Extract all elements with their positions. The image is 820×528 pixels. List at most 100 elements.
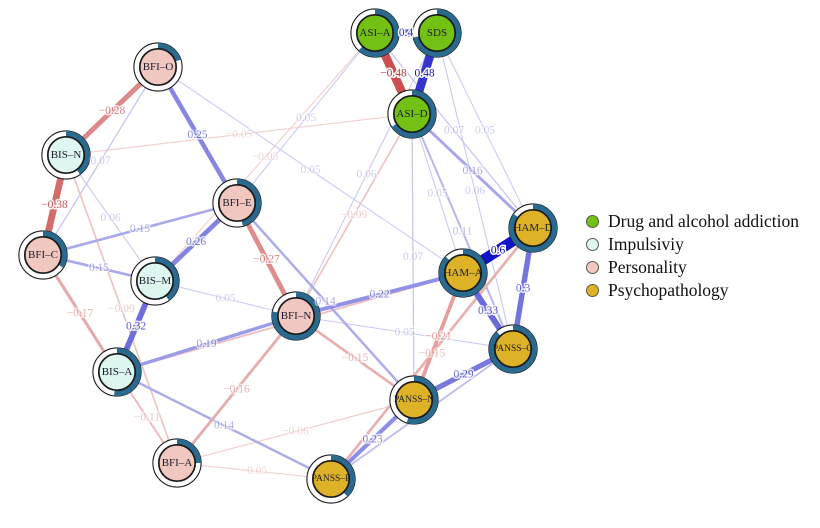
edge-ASI-A-HAM-D: [374, 32, 534, 229]
node-label-BIS-A: BIS–A: [102, 366, 133, 378]
node-circle-ASI-A: [355, 13, 395, 53]
node-circle-SDS: [417, 13, 457, 53]
edge-label-ASI-D-HAM-D: 0.16: [462, 165, 482, 177]
node-predictability-arc: [391, 89, 437, 139]
edge-BFI-N-HAM-A: [295, 271, 464, 318]
node-circle-BFI-A: [157, 443, 197, 483]
node-circle-HAM-A: [443, 253, 483, 293]
node-ASI-D: ASI–D: [387, 89, 437, 139]
node-predictability-arc: [508, 203, 558, 253]
node-BFI-N: BFI–N: [271, 291, 321, 341]
edge-label-SDS-ASI-D: 0.48: [414, 68, 434, 80]
node-circle-HAM-D: [513, 208, 553, 248]
edge-label-PANSS-N-PANSS-G: 0.29: [453, 369, 473, 381]
node-PANSS-P: PANSS–P: [306, 454, 356, 504]
edge-ASI-D-BFI-N: [295, 113, 413, 317]
edge-label-PANSS-G-HAM-D: 0.3: [516, 283, 531, 295]
node-BIS-A: BIS–A: [92, 347, 142, 397]
node-circle-BIS-M: [135, 261, 175, 301]
node-ring-outline: [18, 230, 68, 280]
edge-label-SDS-BFI-N: 0.06: [356, 169, 376, 181]
edge-BFI-N-PANSS-G: [295, 315, 514, 350]
node-BFI-O: BFI–O: [133, 42, 183, 92]
edge-ASI-A-BFI-E: [236, 32, 376, 204]
node-HAM-A: HAM–A: [438, 248, 488, 298]
edge-label-BIS-A-BFI-A: −0.11: [134, 412, 160, 424]
edge-label-ASI-D-HAM-A: 0.05: [427, 188, 447, 200]
node-circle-BFI-C: [23, 235, 63, 275]
node-BFI-C: BFI–C: [18, 230, 68, 280]
edge-label-BFI-C-BIS-M: 0.15: [89, 262, 109, 274]
node-circle-BFI-N: [276, 296, 316, 336]
edge-ASI-D-PANSS-G: [411, 113, 514, 350]
node-PANSS-N: PANSS–N: [389, 375, 439, 425]
node-BIS-M: BIS–M: [130, 256, 180, 306]
edge-SDS-HAM-D: [436, 32, 534, 229]
node-predictability-arc: [236, 178, 262, 227]
edge-label-ASI-A-ASI-D: −0.48: [380, 68, 407, 80]
node-BIS-N: BIS–N: [41, 130, 91, 180]
edge-label-BFI-E-PANSS-N: 0.14: [315, 296, 335, 308]
edge-BFI-A-PANSS-N: [176, 399, 415, 464]
node-circle-PANSS-N: [394, 380, 434, 420]
node-circle-BFI-O: [138, 47, 178, 87]
node-HAM-D: HAM–D: [508, 203, 558, 253]
edge-label-BIS-N-BFI-A: −0.09: [108, 303, 135, 315]
legend-item-impulsivity: Impulsiviy: [586, 233, 799, 256]
edge-label-BFI-A-PANSS-P: −0.05: [241, 465, 268, 477]
edge-ASI-D-BIS-N: [65, 113, 413, 156]
node-BFI-E: BFI–E: [212, 178, 262, 228]
edge-label-SDS-PANSS-G: 0.06: [465, 185, 485, 197]
node-label-BFI-N: BFI–N: [281, 310, 312, 322]
node-label-BFI-E: BFI–E: [222, 197, 252, 209]
node-label-BIS-M: BIS–M: [139, 275, 172, 287]
node-SDS: SDS: [412, 8, 462, 58]
edge-SDS-PANSS-G: [436, 32, 514, 350]
legend-label: Impulsiviy: [608, 234, 684, 254]
edge-label-BIS-A-PANSS-P: 0.14: [214, 420, 234, 432]
edge-label-BFI-N-HAM-A: 0.22: [369, 289, 389, 301]
edge-label-SDS-HAM-D: 0.05: [475, 125, 495, 137]
edge-label-BIS-N-BFI-C: −0.38: [41, 199, 68, 211]
node-predictability-arc: [113, 347, 142, 397]
legend-label: Psychopathology: [608, 280, 729, 300]
edge-ASI-D-PANSS-N: [411, 113, 415, 401]
node-predictability-arc: [413, 8, 462, 58]
edge-label-BFI-A-PANSS-N: −0.06: [282, 426, 309, 438]
legend-dot-drug: [586, 215, 599, 228]
edge-label-ASI-D-PANSS-N: 0.07: [403, 251, 423, 263]
legend-dot-personality: [586, 261, 599, 274]
node-predictability-arc: [154, 256, 180, 301]
edge-BIS-A-PANSS-P: [116, 370, 332, 481]
edge-label-BFI-C-BFI-E: 0.15: [130, 223, 150, 235]
legend: Drug and alcohol addiction Impulsiviy Pe…: [586, 210, 799, 302]
edge-label-PANSS-G-HAM-A: 0.33: [478, 305, 498, 317]
node-label-HAM-A: HAM–A: [443, 267, 482, 279]
edge-label-BFI-O-BFI-E: 0.25: [187, 129, 207, 141]
edge-BFI-O-HAM-A: [157, 66, 464, 274]
edge-label-BFI-O-BIS-N: −0.28: [99, 105, 126, 117]
node-label-HAM-D: HAM–D: [513, 222, 552, 234]
node-predictability-arc: [330, 454, 356, 497]
edge-label-ASI-A-BIS-M: −0.05: [252, 151, 279, 163]
node-circle-PANSS-P: [311, 459, 351, 499]
edge-BFI-E-PANSS-N: [236, 202, 415, 401]
edge-BFI-C-BFI-E: [42, 201, 238, 257]
edge-BFI-O-BFI-C: [42, 66, 159, 256]
edge-label-ASI-A-HAM-D: 0.07: [444, 125, 464, 137]
edge-label-ASI-D-PANSS-G: 0.11: [453, 226, 473, 238]
node-circle-BIS-N: [46, 135, 86, 175]
edge-ASI-A-BIS-M: [154, 32, 376, 282]
edge-label-ASI-D-BIS-N: −0.05: [226, 129, 253, 141]
node-predictability-arc: [176, 438, 202, 464]
node-label-BFI-O: BFI–O: [143, 61, 174, 73]
node-label-PANSS-P: PANSS–P: [312, 474, 351, 484]
edge-label-BFI-E-BFI-N: −0.27: [253, 254, 280, 266]
edge-label-PANSS-P-HAM-D: −0.15: [419, 348, 446, 360]
edge-label-PANSS-P-PANSS-N: 0.23: [362, 434, 382, 446]
edge-label-BFI-N-BFI-A: −0.16: [223, 384, 250, 396]
node-predictability-arc: [157, 42, 181, 62]
node-circle-BIS-A: [97, 352, 137, 392]
legend-dot-psychopathology: [586, 284, 599, 297]
